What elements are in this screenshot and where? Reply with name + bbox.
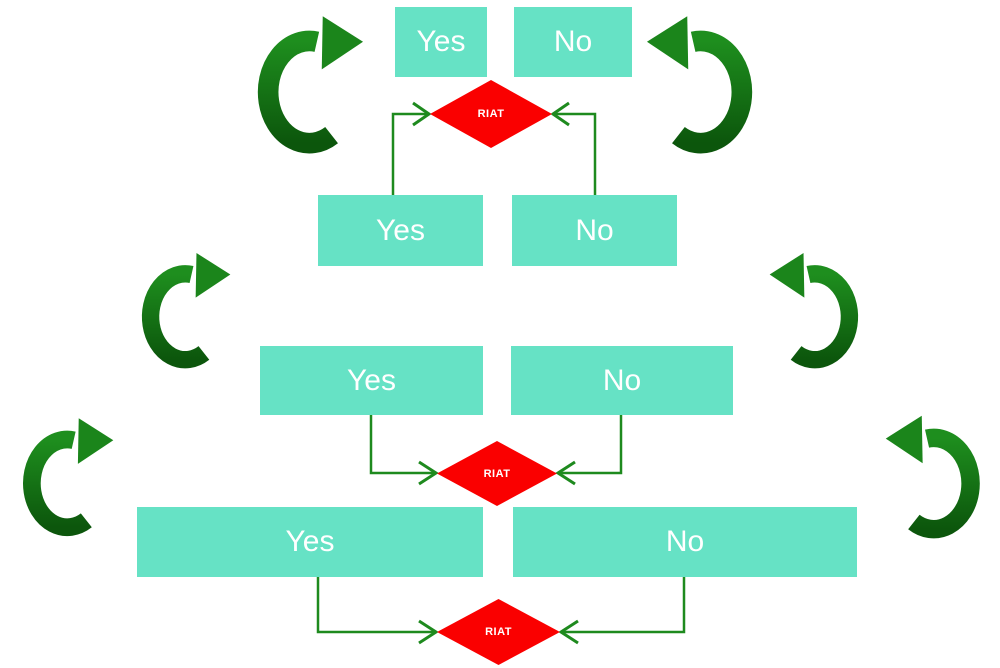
arrowhead-left-icon	[558, 619, 579, 645]
yes-box-level-4: Yes	[137, 507, 483, 577]
arrowhead-right-icon	[418, 460, 439, 486]
arrowhead-left-icon	[550, 101, 570, 127]
yes-box-level-3: Yes	[260, 346, 483, 415]
riat-decision-diamond-2: RIAT	[437, 441, 557, 506]
connector-l3-no-to-riat2	[559, 415, 623, 475]
connector-l3-yes-to-riat2	[369, 415, 435, 475]
cycle-arrow-top-right-icon	[645, 12, 758, 162]
cycle-arrow-bottom-left-icon	[18, 405, 115, 553]
yes-box-level-1-label: Yes	[416, 25, 466, 58]
riat-decision-diamond-3: RIAT	[437, 599, 560, 665]
yes-box-level-4-label: Yes	[285, 525, 335, 558]
no-box-level-3: No	[511, 346, 733, 415]
yes-box-level-1: Yes	[395, 7, 487, 77]
no-box-level-1-label: No	[553, 25, 593, 58]
connector-l2-no-to-riat1	[554, 112, 597, 195]
connector-l4-yes-to-riat3	[316, 577, 435, 634]
yes-box-level-2: Yes	[318, 195, 483, 266]
riat-diamond-3-label: RIAT	[485, 626, 512, 638]
connector-l2-yes-to-riat1	[391, 112, 428, 195]
yes-box-level-2-label: Yes	[376, 213, 425, 247]
cycle-arrow-top-left-icon	[252, 12, 365, 162]
cycle-arrow-middle-right-icon	[768, 240, 863, 385]
cycle-arrow-middle-left-icon	[137, 240, 232, 385]
yes-box-level-3-label: Yes	[347, 363, 396, 397]
connector-l4-no-to-riat3	[562, 577, 686, 634]
riat-decision-diamond-1: RIAT	[430, 80, 552, 148]
no-box-level-2-label: No	[575, 213, 614, 247]
no-box-level-3-label: No	[602, 363, 642, 397]
no-box-level-4: No	[513, 507, 857, 577]
arrowhead-right-icon	[418, 619, 439, 645]
riat-diamond-2-label: RIAT	[483, 467, 511, 480]
no-box-level-2: No	[512, 195, 677, 266]
riat-diamond-1-label: RIAT	[477, 108, 505, 120]
cycle-arrow-bottom-right-icon	[884, 405, 985, 553]
no-box-level-1: No	[514, 7, 632, 77]
no-box-level-4-label: No	[665, 525, 705, 558]
arrowhead-left-icon	[555, 460, 576, 486]
arrowhead-right-icon	[412, 101, 432, 127]
